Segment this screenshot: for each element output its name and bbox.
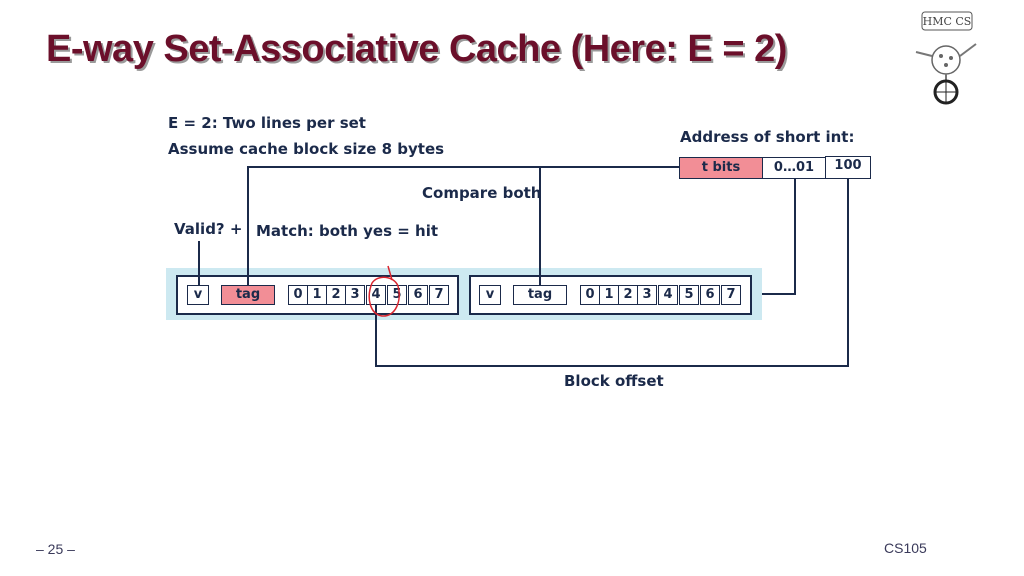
block-size-label: Assume cache block size 8 bytes xyxy=(168,140,445,158)
line0-byte: 7 xyxy=(429,285,449,305)
line1-byte: 5 xyxy=(679,285,699,305)
line0-byte: 6 xyxy=(408,285,428,305)
line0-byte: 4 xyxy=(366,285,386,305)
slide-title: E-way Set-Associative Cache (Here: E = 2… xyxy=(46,28,787,70)
line1-tag: tag xyxy=(513,285,567,305)
compare-both-label: Compare both xyxy=(422,184,542,202)
course-code: CS105 xyxy=(884,540,927,556)
match-label: Match: both yes = hit xyxy=(256,222,439,240)
line0-tag: tag xyxy=(221,285,275,305)
line0-byte: 2 xyxy=(326,285,346,305)
address-offset-field: 100 xyxy=(825,156,871,179)
address-title: Address of short int: xyxy=(680,128,855,146)
hmc-cs-logo: HMC CS xyxy=(915,11,977,105)
selected-bytes-annotation xyxy=(368,265,400,317)
line1-valid-bit: v xyxy=(479,285,501,305)
valid-label: Valid? + xyxy=(174,220,243,238)
tag-compare-wire xyxy=(247,166,680,285)
line0-valid-bit: v xyxy=(187,285,209,305)
block-offset-wire xyxy=(375,179,849,367)
line0-byte: 3 xyxy=(345,285,365,305)
line1-byte: 4 xyxy=(658,285,678,305)
line1-byte: 6 xyxy=(700,285,720,305)
address-set-field: 0…01 xyxy=(762,157,826,179)
lines-per-set-label: E = 2: Two lines per set xyxy=(168,114,366,132)
line1-byte: 3 xyxy=(637,285,657,305)
line1-byte: 7 xyxy=(721,285,741,305)
page-number: – 25 – xyxy=(36,541,75,557)
address-tag-field: t bits xyxy=(679,157,763,179)
svg-text:HMC CS: HMC CS xyxy=(923,15,972,28)
set-index-wire xyxy=(762,179,796,295)
block-offset-label: Block offset xyxy=(564,372,664,390)
